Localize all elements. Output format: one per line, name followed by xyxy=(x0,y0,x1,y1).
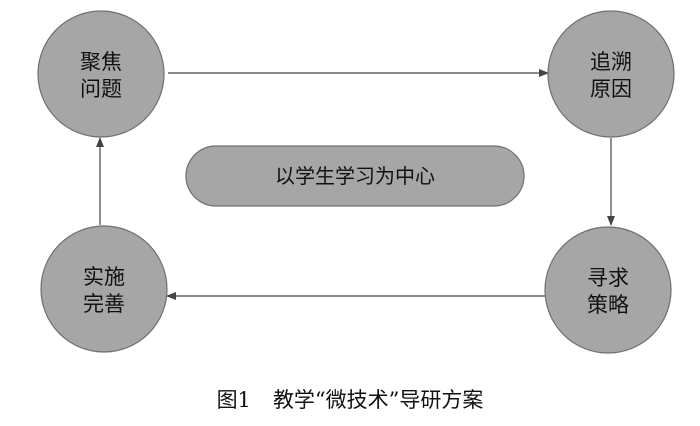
node-focus-problem-line1: 聚焦 xyxy=(80,50,122,74)
node-trace-cause-line1: 追溯 xyxy=(590,50,632,74)
node-trace-cause-line2: 原因 xyxy=(590,77,632,101)
node-implement-improve-line1: 实施 xyxy=(83,265,125,289)
node-focus-problem-line2: 问题 xyxy=(80,77,122,101)
figure-caption: 图1 教学“微技术”导研方案 xyxy=(0,380,700,420)
node-trace-cause: 追溯 原因 xyxy=(547,10,675,138)
center-label-pill: 以学生学习为中心 xyxy=(185,145,525,207)
figure-number: 图1 xyxy=(216,388,251,412)
node-implement-improve: 实施 完善 xyxy=(40,225,168,353)
node-focus-problem: 聚焦 问题 xyxy=(37,10,165,138)
center-label-text: 以学生学习为中心 xyxy=(275,164,435,188)
figure-title: 教学“微技术”导研方案 xyxy=(272,388,484,412)
node-seek-strategy-line2: 策略 xyxy=(587,293,629,317)
node-seek-strategy: 寻求 策略 xyxy=(544,226,672,354)
node-implement-improve-line2: 完善 xyxy=(83,292,125,316)
node-seek-strategy-line1: 寻求 xyxy=(587,266,629,290)
